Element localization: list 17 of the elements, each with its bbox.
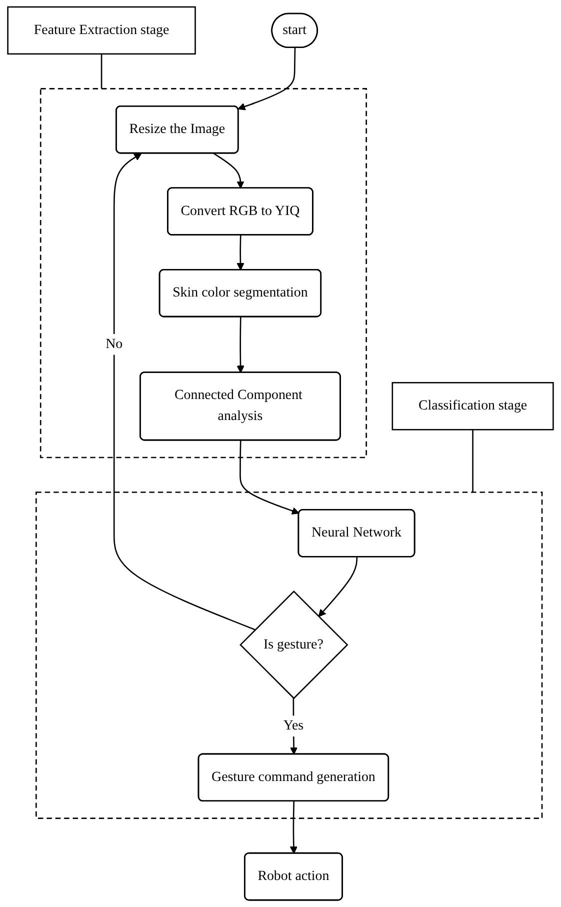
node-box: Classification stage xyxy=(392,382,554,430)
arrow xyxy=(290,801,298,854)
edge-label: Yes xyxy=(283,718,304,734)
node-diamond: Is gesture? xyxy=(240,590,348,700)
cluster xyxy=(40,88,367,458)
node-box: Feature Extraction stage xyxy=(7,6,196,55)
arrow xyxy=(213,152,244,189)
arrow xyxy=(113,153,256,630)
arrow xyxy=(240,440,300,515)
arrow xyxy=(236,317,244,374)
arrow xyxy=(236,235,244,270)
connector xyxy=(100,54,102,89)
arrow xyxy=(238,48,296,110)
connector xyxy=(472,430,474,492)
arrow xyxy=(318,557,358,617)
edge-label: No xyxy=(106,336,123,352)
cluster xyxy=(36,492,543,819)
